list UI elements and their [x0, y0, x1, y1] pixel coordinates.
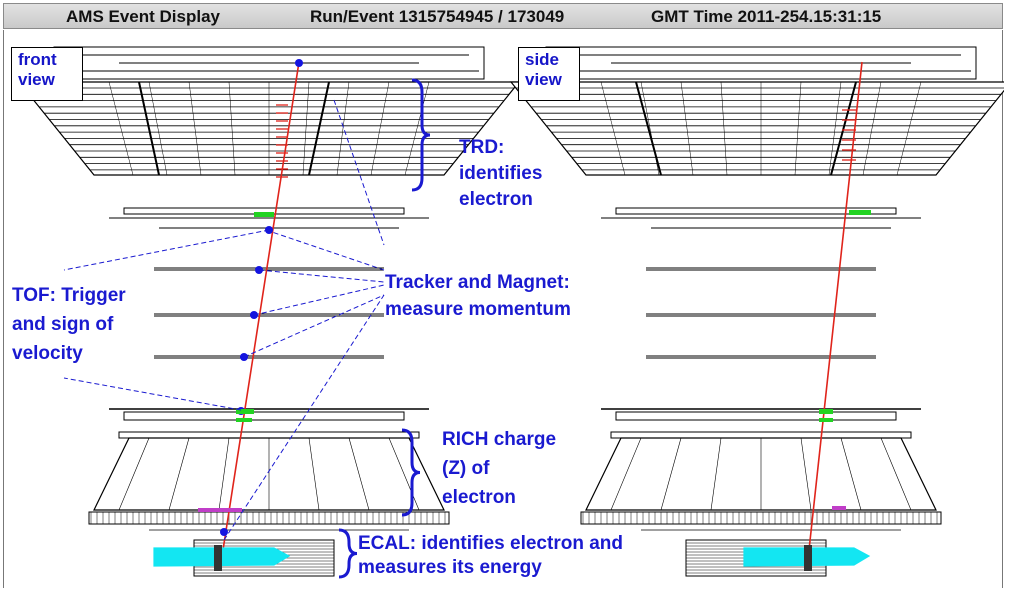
rich-radiator-line	[710, 437, 722, 511]
detector-diagram	[17, 46, 1004, 579]
rich-radiator-line	[800, 437, 812, 511]
rich-radiator-line	[168, 437, 190, 511]
hit-point	[220, 528, 228, 536]
hit-point	[295, 59, 303, 67]
rich-radiator-line	[118, 437, 150, 511]
trd-module-divider	[680, 81, 694, 176]
trd-support-strut	[138, 81, 160, 176]
pointer-line	[223, 294, 385, 541]
pointer-line	[63, 377, 242, 411]
upper-tof	[615, 207, 897, 215]
trd-module-divider	[404, 81, 430, 176]
trd-body	[509, 81, 1004, 176]
trd-module-divider	[896, 81, 922, 176]
rich-ring-hit	[832, 506, 846, 510]
trd-module-divider	[794, 81, 802, 176]
rich-annotation-line3: electron	[442, 487, 516, 508]
trd-annotation-line2: identifies	[459, 163, 543, 184]
trd-module-divider	[862, 81, 882, 176]
front-track	[222, 61, 300, 551]
rich-radiator-line	[610, 437, 642, 511]
rich-top-plate	[118, 431, 420, 439]
rich-radiator-line	[388, 437, 420, 511]
ecal-annotation-line2: measures its energy	[358, 557, 542, 578]
tof-annotation-line1: TOF: Trigger	[12, 285, 126, 306]
rich-radiator-line	[308, 437, 320, 511]
rich-ring-hit	[198, 508, 242, 512]
tof-annotation-line2: and sign of	[12, 314, 114, 335]
trd-module-divider	[228, 81, 236, 176]
front-view-label-line1: front	[18, 50, 57, 69]
trd-module-divider	[336, 81, 350, 176]
trd-support-strut	[635, 81, 662, 176]
trd-module-divider	[828, 81, 842, 176]
ecal-annotation: ECAL: identifies electron and measures i…	[358, 532, 623, 580]
tracker-annotation-line2: measure momentum	[385, 299, 571, 320]
rich-brace	[401, 428, 421, 517]
trd-module-divider	[600, 81, 626, 176]
tof-hit	[849, 210, 871, 215]
annotation-braces	[63, 78, 431, 579]
rich-annotation-line1: RICH charge	[442, 429, 557, 450]
tof-hit	[819, 418, 833, 422]
rich-annotation: RICH charge (Z) of electron	[442, 428, 556, 510]
trd-brace	[411, 78, 431, 192]
trd-module-divider	[148, 81, 168, 176]
trd-support-strut	[830, 81, 857, 176]
trd-annotation-line1: TRD:	[459, 137, 505, 158]
tof-hit	[254, 212, 274, 217]
rich-radiator-line	[218, 437, 230, 511]
rich-pmt-plane	[88, 511, 450, 525]
trd-module-divider	[188, 81, 202, 176]
lower-tof	[123, 411, 405, 421]
rich-radiator-line	[660, 437, 682, 511]
tracker-annotation-line1: Tracker and Magnet:	[385, 272, 570, 293]
trd-module-divider	[370, 81, 390, 176]
side-view-label-line1: side	[525, 50, 560, 69]
lower-tof	[615, 411, 897, 421]
rich-radiator-line	[348, 437, 370, 511]
tof-annotation-line3: velocity	[12, 343, 83, 364]
tof-hit	[236, 409, 254, 414]
gmt-time-label: GMT Time 2011-254.15:31:15	[651, 7, 882, 26]
rich-pmt-plane	[580, 511, 942, 525]
front-view-label-line2: view	[18, 70, 55, 89]
ecal-core	[804, 545, 812, 571]
side-view-detector	[509, 46, 1004, 577]
trd-support-strut	[308, 81, 330, 176]
pointer-line	[258, 269, 385, 283]
display-title: AMS Event Display	[66, 7, 220, 26]
pointer-line	[243, 294, 385, 358]
rich-radiator-line	[840, 437, 862, 511]
side-view-label: side view	[518, 47, 580, 101]
event-display-canvas	[3, 30, 1004, 588]
pointer-line	[63, 229, 270, 271]
trd-annotation: TRD: identifies electron	[459, 136, 542, 212]
trd-module-divider	[108, 81, 134, 176]
front-view-label: front view	[11, 47, 83, 101]
pointer-line	[265, 229, 385, 271]
rich-radiator-line	[880, 437, 912, 511]
trd-module-divider	[720, 81, 728, 176]
tracker-annotation: Tracker and Magnet: measure momentum	[385, 271, 571, 322]
ecal-annotation-line1: ECAL: identifies electron and	[358, 533, 623, 554]
rich-top-plate	[610, 431, 912, 439]
trd-annotation-line3: electron	[459, 189, 533, 210]
title-bar: AMS Event Display Run/Event 1315754945 /…	[3, 3, 1003, 29]
front-view-detector	[17, 46, 521, 577]
ecal-core	[214, 545, 222, 571]
tof-hit	[819, 409, 833, 414]
tof-hit	[236, 418, 252, 422]
trd-module-divider	[302, 81, 310, 176]
run-event-label: Run/Event 1315754945 / 173049	[310, 7, 565, 26]
rich-annotation-line2: (Z) of	[442, 458, 490, 479]
pointer-line	[253, 284, 385, 316]
pointer-line	[333, 99, 385, 246]
side-view-label-line2: view	[525, 70, 562, 89]
tof-annotation: TOF: Trigger and sign of velocity	[12, 284, 126, 366]
ecal-brace	[338, 528, 358, 579]
side-track	[808, 61, 863, 551]
